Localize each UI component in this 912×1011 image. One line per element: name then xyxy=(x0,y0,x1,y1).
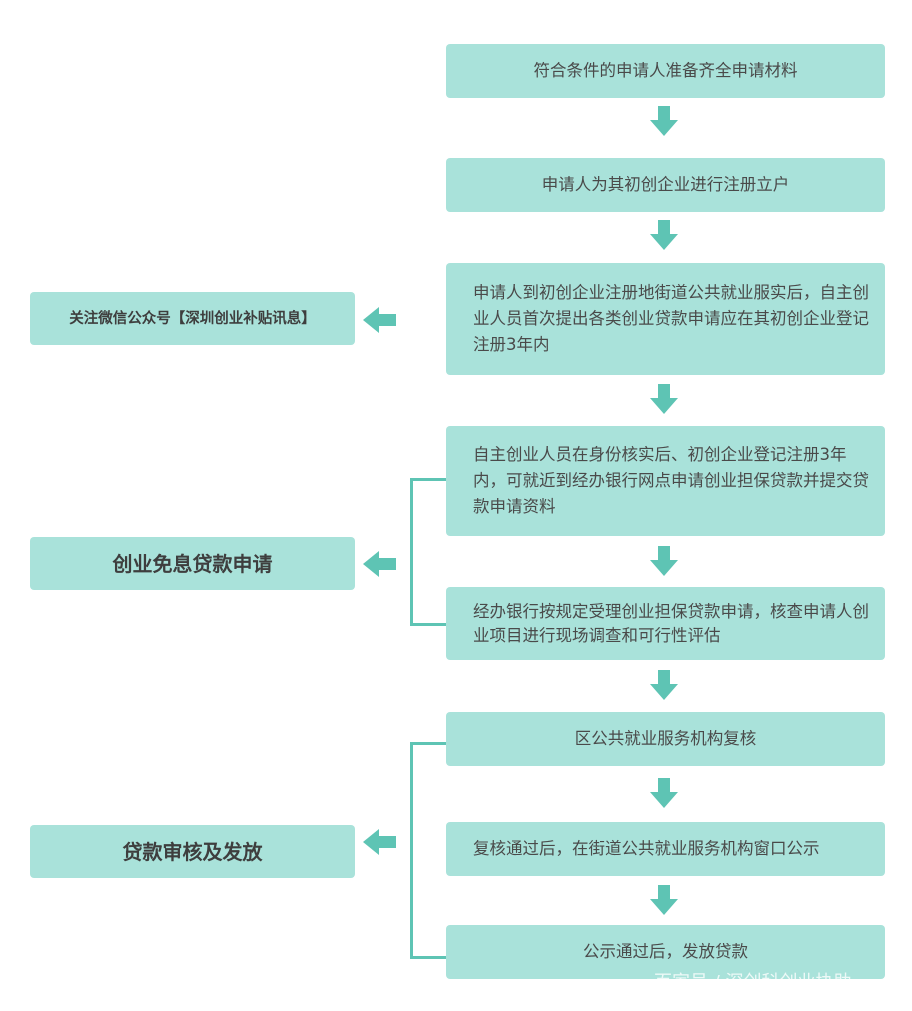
loan-review-text: 贷款审核及发放 xyxy=(122,839,263,864)
loan-application-label: 创业免息贷款申请 xyxy=(30,537,355,590)
watermark: 百家号 / 深创科创业协助 xyxy=(654,972,852,993)
step-8-box: 公示通过后，发放贷款 xyxy=(446,925,885,979)
step-2-box: 申请人为其初创企业进行注册立户 xyxy=(446,158,885,212)
step-4-box: 自主创业人员在身份核实后、初创企业登记注册3年内，可就近到经办银行网点申请创业担… xyxy=(446,426,885,536)
bracket-connector xyxy=(410,478,446,626)
step-3-box: 申请人到初创企业注册地街道公共就业服实后，自主创业人员首次提出各类创业贷款申请应… xyxy=(446,263,885,375)
step-2-text: 申请人为其初创企业进行注册立户 xyxy=(541,175,790,194)
loan-application-text: 创业免息贷款申请 xyxy=(112,551,273,576)
step-5-text: 经办银行按规定受理创业担保贷款申请，核查申请人创业项目进行现场调查和可行性评估 xyxy=(473,601,869,645)
step-3-text: 申请人到初创企业注册地街道公共就业服实后，自主创业人员首次提出各类创业贷款申请应… xyxy=(473,283,869,354)
step-5-box: 经办银行按规定受理创业担保贷款申请，核查申请人创业项目进行现场调查和可行性评估 xyxy=(446,587,885,660)
step-7-box: 复核通过后，在街道公共就业服务机构窗口公示 xyxy=(446,822,885,876)
step-4-text: 自主创业人员在身份核实后、初创企业登记注册3年内，可就近到经办银行网点申请创业担… xyxy=(473,445,869,516)
loan-review-label: 贷款审核及发放 xyxy=(30,825,355,878)
bracket-connector xyxy=(410,742,446,959)
wechat-follow-label: 关注微信公众号【深圳创业补贴讯息】 xyxy=(30,292,355,345)
step-8-text: 公示通过后，发放贷款 xyxy=(583,942,748,961)
step-1-text: 符合条件的申请人准备齐全申请材料 xyxy=(533,61,798,80)
step-6-box: 区公共就业服务机构复核 xyxy=(446,712,885,766)
step-7-text: 复核通过后，在街道公共就业服务机构窗口公示 xyxy=(473,839,820,858)
wechat-follow-text: 关注微信公众号【深圳创业补贴讯息】 xyxy=(69,310,316,327)
step-6-text: 区公共就业服务机构复核 xyxy=(574,729,757,748)
step-1-box: 符合条件的申请人准备齐全申请材料 xyxy=(446,44,885,98)
